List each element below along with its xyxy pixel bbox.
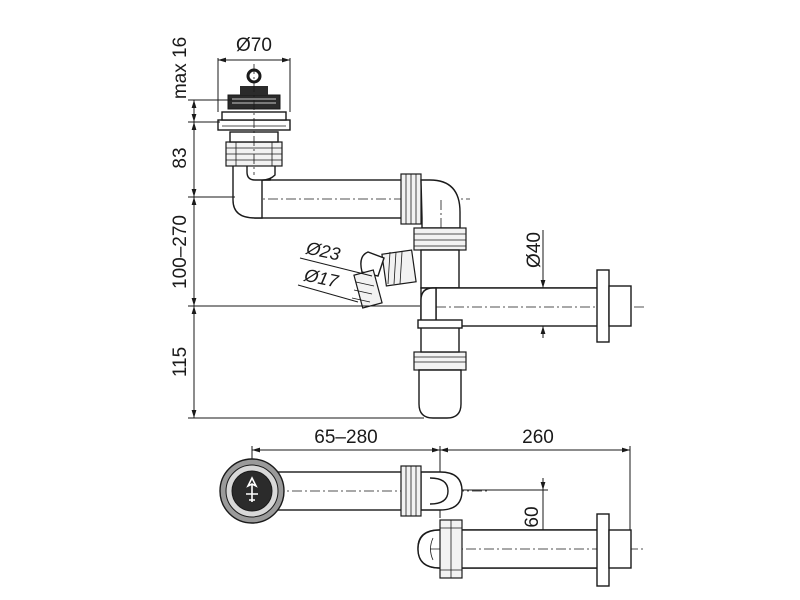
top-upper-pipe <box>220 471 490 511</box>
top-tee-nut <box>439 519 463 579</box>
dim-max-16: max 16 <box>170 37 191 99</box>
hose-connector <box>351 249 417 309</box>
wall-rosette <box>596 269 632 343</box>
top-outlet-pipe <box>417 529 645 569</box>
tee-junction <box>420 287 645 327</box>
lower-union-nut <box>413 319 467 371</box>
top-wall-rosette <box>596 513 632 587</box>
vertical-pipe-upper <box>420 249 460 289</box>
top-drain <box>219 458 285 524</box>
upper-union-nut <box>400 173 422 225</box>
dim-83: 83 <box>170 147 191 168</box>
middle-union-nut <box>413 227 467 251</box>
drain-plug <box>227 64 281 175</box>
top-union-nut <box>400 465 422 517</box>
dim-diameter-40: Ø40 <box>524 232 545 268</box>
dim-diameter-70: Ø70 <box>236 35 272 56</box>
dim-100-270: 100–270 <box>170 215 191 289</box>
siphon-bottom-cup <box>418 369 462 419</box>
side-view: Ø70 max 16 83 100–270 115 Ø40 Ø23 Ø17 <box>170 35 645 419</box>
dim-260: 260 <box>522 427 554 448</box>
dim-65-280: 65–280 <box>314 427 377 448</box>
top-view: 65–280 260 60 <box>219 427 645 587</box>
dim-115: 115 <box>170 347 191 377</box>
side-dimension-lines <box>188 57 546 419</box>
dim-60: 60 <box>522 506 543 527</box>
